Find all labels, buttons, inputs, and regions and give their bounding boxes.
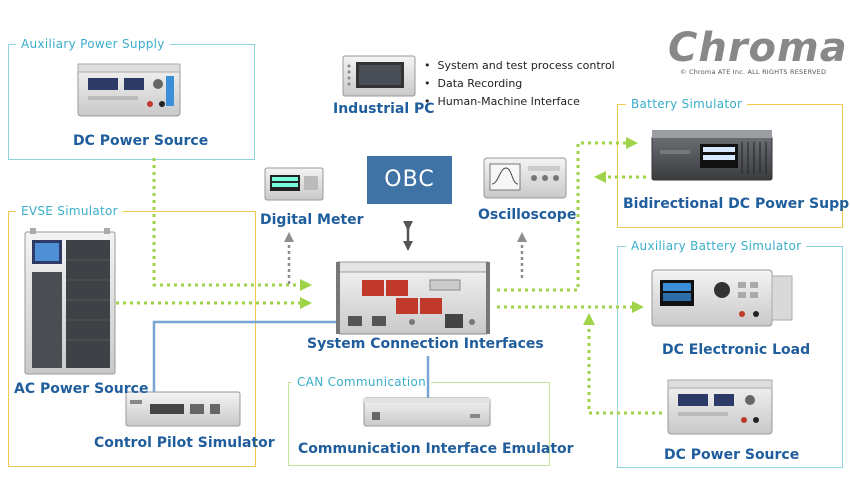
digital-meter-label: Digital Meter xyxy=(260,212,364,228)
auxiliary-power-supply-title: Auxiliary Power Supply xyxy=(16,37,170,51)
industrial-pc-feature-list: System and test process control Data Rec… xyxy=(424,57,615,111)
dc-electronic-load-label: DC Electronic Load xyxy=(662,342,811,358)
auxiliary-battery-simulator-title: Auxiliary Battery Simulator xyxy=(626,239,807,253)
evse-simulator-title: EVSE Simulator xyxy=(16,204,123,218)
chroma-logo: Chroma xyxy=(668,25,848,71)
battery-simulator-title: Battery Simulator xyxy=(626,97,748,111)
power-lines xyxy=(116,137,662,415)
dc-power-source-top-device xyxy=(77,63,181,117)
signal-lines xyxy=(284,232,527,284)
oscilloscope-label: Oscilloscope xyxy=(478,207,577,223)
industrial-pc-device xyxy=(342,55,416,97)
system-connection-interfaces-device xyxy=(336,261,490,335)
system-connection-interfaces-label: System Connection Interfaces xyxy=(307,336,544,352)
aux-dc-to-interface-line xyxy=(152,158,312,291)
oscilloscope-device xyxy=(483,157,567,199)
feature-item: System and test process control xyxy=(424,57,615,75)
ac-power-source-label: AC Power Source xyxy=(14,381,149,397)
ac-power-source-device xyxy=(24,228,116,375)
feature-item: Data Recording xyxy=(424,75,615,93)
dc-power-source-bottom-device xyxy=(667,379,773,435)
evse-simulator-frame xyxy=(8,211,256,467)
feature-item: Human-Machine Interface xyxy=(424,93,615,111)
dc-power-source-bottom-label: DC Power Source xyxy=(664,447,800,463)
communication-interface-emulator-label: Communication Interface Emulator xyxy=(298,441,574,457)
dc-power-source-top-label: DC Power Source xyxy=(73,133,209,149)
aux-dc-to-load-line xyxy=(583,313,662,415)
control-pilot-simulator-device xyxy=(125,391,241,427)
bidirectional-dc-power-supply-device xyxy=(651,130,773,181)
industrial-pc-label: Industrial PC xyxy=(333,101,435,117)
control-pilot-comm-line xyxy=(152,320,345,392)
control-pilot-simulator-label: Control Pilot Simulator xyxy=(94,435,275,451)
bidirectional-dc-power-supply-label: Bidirectional DC Power Supply xyxy=(623,196,850,212)
communication-interface-emulator-device xyxy=(363,397,491,427)
can-communication-title: CAN Communication xyxy=(292,375,432,389)
obc-box: OBC xyxy=(367,156,452,204)
digital-meter-device xyxy=(264,167,324,201)
copyright-notice: © Chroma ATE Inc. ALL RIGHTS RESERVED xyxy=(680,68,827,76)
dc-electronic-load-device xyxy=(651,269,793,327)
interface-to-bidirectional-line xyxy=(497,137,638,292)
comm-lines xyxy=(152,320,430,398)
